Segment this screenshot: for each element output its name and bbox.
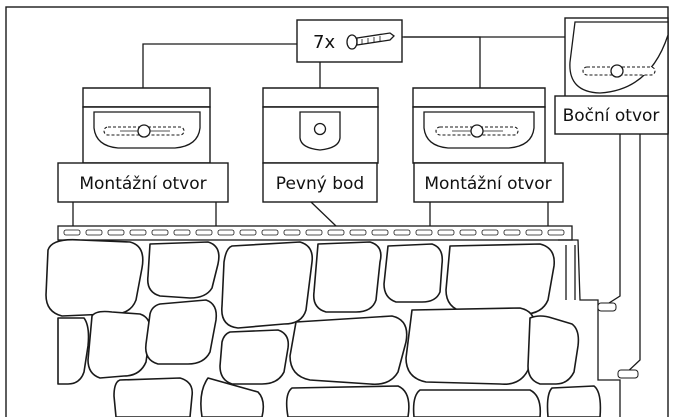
stone bbox=[221, 241, 314, 329]
mounting-strip bbox=[57, 225, 573, 241]
label-mounting-hole-right: Montážní otvor bbox=[413, 162, 564, 203]
stone-panel bbox=[45, 225, 639, 417]
fixed-point-illustration bbox=[262, 87, 379, 164]
stone bbox=[87, 310, 152, 379]
stone bbox=[146, 241, 220, 299]
strip-slots bbox=[63, 229, 565, 236]
stone bbox=[113, 377, 194, 417]
fixed-hole-icon bbox=[313, 122, 327, 136]
callout-label: Montážní otvor bbox=[424, 174, 551, 194]
mounting-hole-right-illustration bbox=[412, 87, 546, 164]
slotted-hole-icon bbox=[103, 124, 185, 138]
panel-side-edge bbox=[558, 239, 621, 417]
callout-label: Montážní otvor bbox=[79, 174, 206, 194]
screw-callout: 7x bbox=[296, 19, 403, 63]
callout-label: Boční otvor bbox=[563, 106, 660, 126]
label-side-hole: Boční otvor bbox=[554, 95, 669, 135]
stone bbox=[383, 243, 444, 303]
stone bbox=[412, 389, 542, 417]
stone bbox=[546, 385, 602, 417]
stone bbox=[45, 238, 144, 317]
screw-quantity: 7x bbox=[313, 32, 335, 53]
mounting-hole-left-illustration bbox=[82, 87, 211, 164]
stone bbox=[285, 385, 410, 417]
stone bbox=[200, 377, 265, 417]
stone bbox=[445, 243, 556, 315]
stone bbox=[312, 241, 382, 313]
callout-label: Pevný bod bbox=[276, 174, 364, 194]
stone bbox=[527, 315, 580, 385]
stone bbox=[144, 299, 218, 365]
screw-icon bbox=[346, 32, 395, 50]
side-edge-slot bbox=[597, 302, 617, 312]
stone bbox=[405, 307, 536, 386]
label-mounting-hole-left: Montážní otvor bbox=[57, 162, 229, 203]
label-fixed-point: Pevný bod bbox=[262, 162, 378, 203]
stone bbox=[57, 317, 90, 385]
side-edge-slot bbox=[617, 369, 639, 379]
diagram-frame bbox=[5, 6, 669, 417]
stone bbox=[289, 315, 408, 386]
stone bbox=[219, 329, 290, 385]
slotted-hole-icon bbox=[582, 64, 656, 78]
slotted-hole-icon bbox=[435, 124, 519, 138]
